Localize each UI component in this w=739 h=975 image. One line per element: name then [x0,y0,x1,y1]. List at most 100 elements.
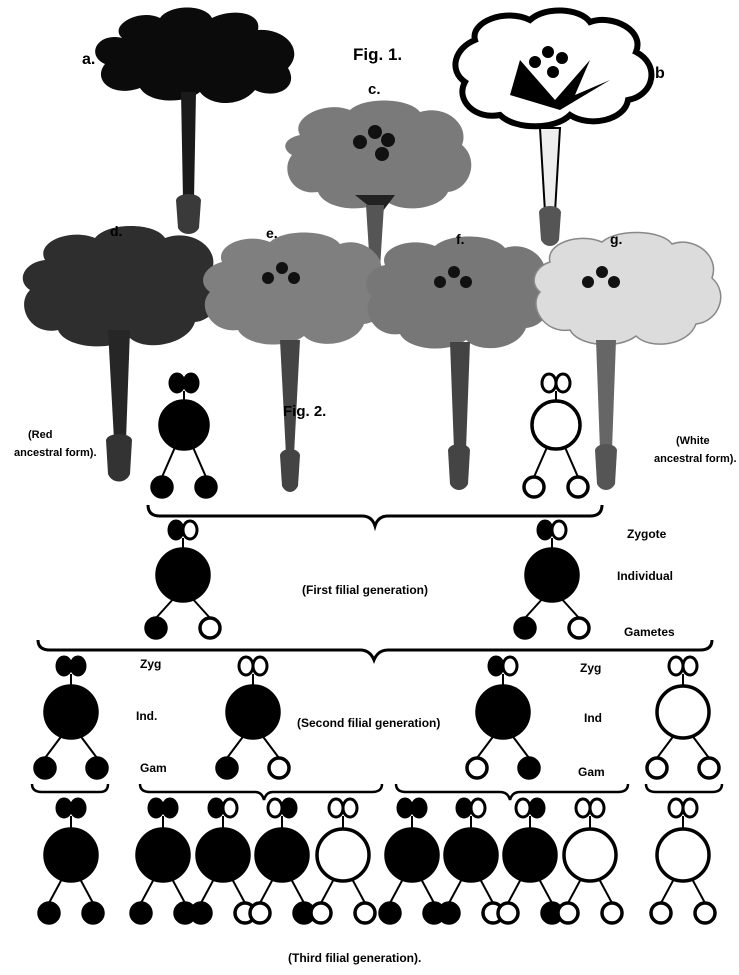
gamete-link-right [79,877,93,903]
f2-brace-4 [646,784,722,792]
gamete-left [524,477,544,497]
gamete-link-right [171,877,185,903]
f3-unit-10 [651,799,715,923]
individual-circle [157,549,209,601]
individual-circle [137,829,189,881]
individual-circle [227,686,279,738]
gamete-left [152,477,172,497]
gamete-left [439,903,459,923]
gamete-left [191,903,211,923]
zygote-left [209,799,223,817]
f2-unit-4 [647,657,719,778]
gamete-left [380,903,400,923]
zygote-left [329,799,343,817]
individual-circle [657,686,709,738]
gamete-right [355,903,375,923]
gamete-link-left [508,877,522,903]
zygote-left [268,799,282,817]
gamete-left [467,758,487,778]
zygote-right [552,521,566,539]
individual-circle [564,829,616,881]
gamete-left [651,903,671,923]
flower-b-label: b [655,65,665,82]
zygote-left [489,657,503,675]
gamete-right [200,618,220,638]
gamete-right [269,758,289,778]
zygote-left [516,799,530,817]
f3-unit-9 [558,799,622,923]
gamete-link-left [49,877,63,903]
gametes-label: Gametes [624,625,675,639]
zygote-left [239,657,253,675]
individual-circle [45,686,97,738]
zygote-right [223,799,237,817]
flower-a-label: a. [82,51,95,68]
zygote-right [71,799,85,817]
gamete-link-right [564,445,578,477]
gamete-link-right [691,877,705,903]
zygote-right [183,521,197,539]
parents-brace [148,505,602,526]
gamete-link-right [231,877,245,903]
zygote-label: Zygote [627,527,667,541]
flower-d-label: d. [110,223,122,239]
zyg-label-left: Zyg [140,657,161,671]
flower-b [455,10,651,246]
gamete-link-right [290,877,304,903]
f3-unit-5 [311,799,375,923]
gamete-left [39,903,59,923]
gamete-left [217,758,237,778]
zygote-right [343,799,357,817]
zygote-right [282,799,296,817]
gamete-link-right [192,445,206,477]
zygote-right [556,374,570,392]
f2-unit-3 [467,657,539,778]
gamete-left [131,903,151,923]
parents-unit-1 [152,374,216,497]
individual-circle [160,401,208,449]
gamete-link-left [661,877,675,903]
red-form-label-1: (Red [28,429,52,441]
zygote-right [503,657,517,675]
zygote-right [683,657,697,675]
f1-unit-2 [515,521,589,638]
individual-circle [657,829,709,881]
zygote-left [398,799,412,817]
flower-a [95,8,294,235]
individual-circle [256,829,308,881]
f2-brace-1 [32,784,108,792]
f3-unit-7 [439,799,503,923]
zyg-label-right: Zyg [580,661,601,675]
gamete-link-left [568,877,582,903]
f3-unit-4 [250,799,314,923]
f1-unit-1 [146,521,220,638]
flower-g-label: g. [610,231,622,247]
gamete-right [196,477,216,497]
zygote-left [149,799,163,817]
white-form-label-1: (White [676,435,710,447]
gamete-right [699,758,719,778]
gamete-link-right [420,877,434,903]
f3-unit-8 [498,799,562,923]
flower-e-label: e. [266,225,278,241]
zygote-right [163,799,177,817]
zygote-left [538,521,552,539]
gam-label-left: Gam [140,761,167,775]
gamete-left [35,758,55,778]
f2-brace-2 [140,784,382,800]
gamete-right [569,618,589,638]
gamete-left [250,903,270,923]
parents-unit-2 [524,374,588,497]
flower-c-label: c. [368,81,381,98]
gamete-link-left [201,877,215,903]
zygote-right [71,657,85,675]
f3-unit-2 [131,799,195,923]
gamete-link-left [260,877,274,903]
flower-f [366,236,551,490]
fig2-label: Fig. 2. [283,403,326,420]
red-form-label-2: ancestral form). [14,447,97,459]
gamete-left [146,618,166,638]
gamete-right [83,903,103,923]
